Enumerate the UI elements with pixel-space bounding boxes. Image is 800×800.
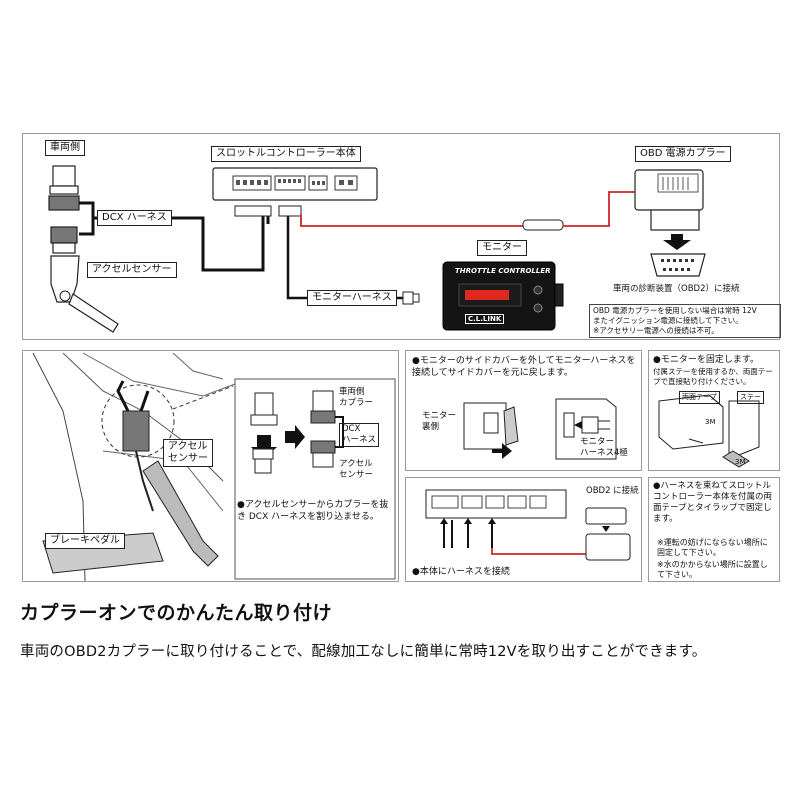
obd-power-coupler-icon bbox=[634, 169, 704, 211]
accel-instruction-text: ●アクセルセンサーからカプラーを抜き DCX ハーネスを割り込ませる。 bbox=[237, 500, 389, 522]
obd-note-line2: またイグニッション電源に接続して下さい。 bbox=[593, 316, 743, 325]
fuse-holder-icon bbox=[522, 219, 564, 231]
side-cover-icon bbox=[503, 406, 519, 446]
brake-pedal-label: ブレーキペダル bbox=[45, 533, 125, 549]
monitor-brand-label: C.L.LINK bbox=[465, 314, 505, 324]
vehicle-side-label: 車両側 bbox=[45, 140, 85, 156]
dcx-small-label: DCX ハーネス bbox=[339, 423, 380, 447]
dcx-bottom-connector-icon bbox=[50, 226, 78, 244]
obd-note-line3: ※アクセサリー電源への接続は不可。 bbox=[593, 326, 719, 335]
page-description: 車両のOBD2カプラーに取り付けることで、配線加工なしに簡単に常時12Vを取り出… bbox=[20, 644, 707, 660]
fix-monitor-drawing bbox=[658, 394, 760, 468]
top-wiring-diagram-drawing bbox=[48, 165, 706, 333]
accel-install-panel: アクセル センサー ブレーキペダル 車両側 カプラー DCX ハーネス アクセル… bbox=[22, 350, 399, 582]
tape-brand-label-1: 3M bbox=[705, 418, 716, 426]
accel-sensor-small-label: アクセル センサー bbox=[339, 459, 374, 480]
accel-sensor-callout: アクセル センサー bbox=[163, 439, 213, 467]
down-arrow-icon bbox=[663, 234, 691, 250]
vehicle-coupler-icon bbox=[52, 165, 76, 187]
accel-pedal-icon bbox=[68, 293, 119, 333]
monitor-cover-instruction: ●モニターのサイドカバーを外してモニターハーネスを接続してサイドカバーを元に戻し… bbox=[412, 356, 636, 378]
accel-pedal-arm-icon bbox=[142, 460, 219, 567]
obd-coupler-label: OBD 電源カプラー bbox=[635, 146, 731, 162]
obd-note-box: OBD 電源カプラーを使用しない場合は常時 12V またイグニッション電源に接続… bbox=[589, 304, 781, 338]
obd-note-line1: OBD 電源カプラーを使用しない場合は常時 12V bbox=[593, 306, 757, 315]
top-wiring-diagram-panel: 車両側 スロットルコントローラー本体 OBD 電源カプラー DCX ハーネス ア… bbox=[22, 133, 781, 340]
stay-bracket-icon bbox=[728, 400, 760, 460]
monitor-harness-4pin-icon bbox=[581, 416, 599, 434]
fix-monitor-panel: ●モニターを固定します。 付属ステーを使用するか、両面テープで直接貼り付けくださ… bbox=[648, 350, 780, 471]
arrow-right-small-icon bbox=[492, 443, 512, 459]
fix-monitor-instruction: ●モニターを固定します。 bbox=[653, 355, 759, 365]
tape-label: 両面テープ bbox=[679, 391, 720, 404]
dcx-harness-label: DCX ハーネス bbox=[97, 210, 172, 226]
monitor-cover-panel: ●モニターのサイドカバーを外してモニターハーネスを接続してサイドカバーを元に戻し… bbox=[405, 350, 642, 471]
monitor-label: モニター bbox=[477, 240, 527, 256]
monitor-back-label: モニター 裏側 bbox=[422, 411, 457, 432]
page-heading: カプラーオンでのかんたん取り付け bbox=[20, 602, 333, 624]
monitor-harness-label: モニターハーネス bbox=[307, 290, 397, 306]
obd2-port-icon bbox=[650, 253, 706, 277]
accel-sensor-unit-icon bbox=[122, 410, 150, 452]
accel-install-drawing bbox=[32, 352, 396, 582]
dcx-top-connector-icon bbox=[48, 195, 80, 211]
tie-note-1: ※運転の妨げにならない場所に固定して下さい。 bbox=[657, 538, 768, 557]
stay-label: ステー bbox=[737, 391, 764, 404]
monitor-display-icon bbox=[465, 290, 509, 300]
accel-sensor-label: アクセルセンサー bbox=[87, 262, 177, 278]
tie-note-2: ※水のかからない場所に設置して下さい。 bbox=[657, 560, 768, 579]
controller-body-label: スロットルコントローラー本体 bbox=[211, 146, 361, 162]
right-arrow-icon bbox=[285, 425, 305, 449]
tie-harness-panel: ●ハーネスを束ねてスロットルコントローラー本体を付属の両面テープとタイラップで固… bbox=[648, 477, 780, 582]
tie-instruction: ●ハーネスを束ねてスロットルコントローラー本体を付属の両面テープとタイラップで固… bbox=[653, 481, 773, 524]
monitor-screen-title: THROTTLE CONTROLLER bbox=[455, 267, 551, 275]
obd-diag-label: 車両の診断装置（OBD2）に接続 bbox=[613, 284, 740, 294]
harness-body-panel: OBD2 に接続 ●本体にハーネスを接続 bbox=[405, 477, 642, 582]
harness-body-instruction: ●本体にハーネスを接続 bbox=[412, 567, 510, 577]
harness-body-drawing bbox=[425, 489, 631, 561]
obd2-port-small-icon bbox=[585, 507, 627, 525]
monitor-cover-drawing bbox=[463, 398, 617, 460]
obd-coupler-small-icon bbox=[585, 533, 631, 561]
monitor-harness-4pin-label: モニター ハーネス4極 bbox=[580, 437, 628, 458]
tape-brand-label-2: 3M bbox=[735, 458, 746, 466]
obd2-connect-label: OBD2 に接続 bbox=[586, 486, 639, 496]
vehicle-coupler-small-label: 車両側 カプラー bbox=[339, 387, 374, 408]
fix-monitor-subinstruction: 付属ステーを使用するか、両面テープで直接貼り付けください。 bbox=[653, 367, 773, 386]
